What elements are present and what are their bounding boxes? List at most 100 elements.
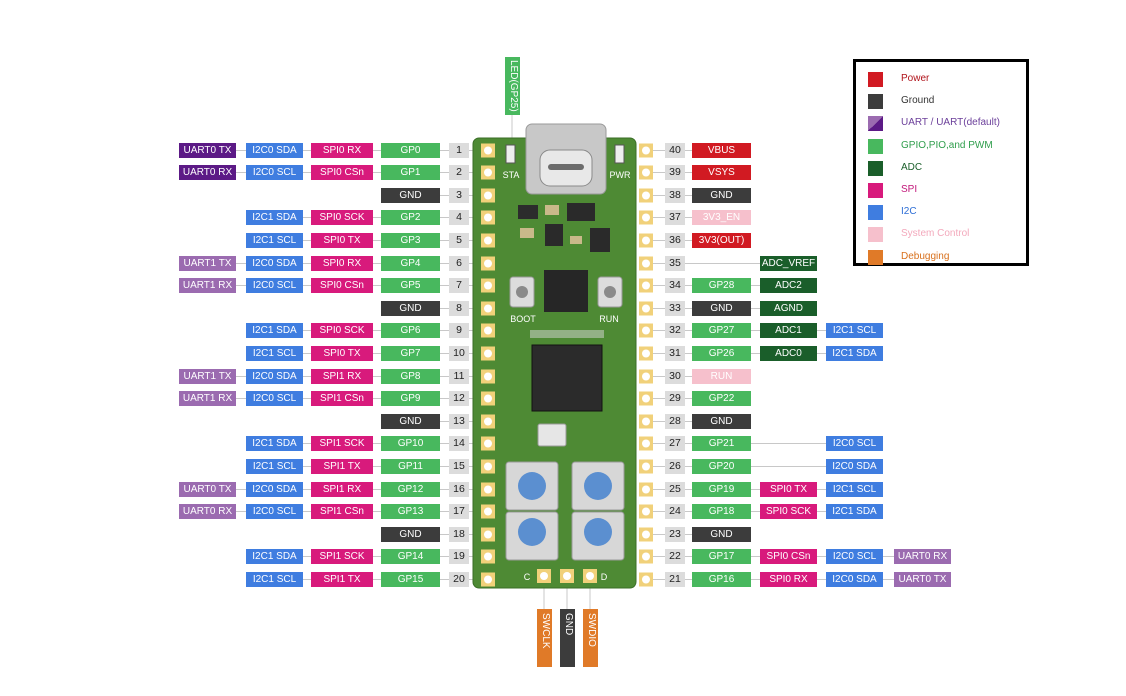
pad-23-hole <box>642 530 650 539</box>
adc-label: ADC0 <box>760 346 817 361</box>
pad-8-hole <box>484 304 492 313</box>
pad-26-hole <box>642 462 650 471</box>
i2c-label: I2C0 SCL <box>246 391 303 406</box>
i2c-label: I2C1 SDA <box>246 210 303 225</box>
pad-28-hole <box>642 417 650 426</box>
i2c-label: I2C1 SCL <box>246 459 303 474</box>
pad-22-hole <box>642 552 650 561</box>
pad-39-hole <box>642 168 650 177</box>
gpio-label: GP7 <box>381 346 440 361</box>
gpio-label: GP16 <box>692 572 751 587</box>
i2c-label: I2C1 SCL <box>826 323 883 338</box>
gpio-label: GP11 <box>381 459 440 474</box>
pad-11-hole <box>484 372 492 381</box>
i2c-label: I2C0 SDA <box>246 143 303 158</box>
pin-number-3: 3 <box>449 188 469 203</box>
spi-label: SPI0 CSn <box>311 165 373 180</box>
pad-24-hole <box>642 507 650 516</box>
gpio-label: GP13 <box>381 504 440 519</box>
spi-label: SPI0 CSn <box>311 278 373 293</box>
pin-number-27: 27 <box>665 436 685 451</box>
led-gp25 <box>505 144 516 164</box>
i2c-label: I2C1 SDA <box>826 504 883 519</box>
pad-29-hole <box>642 394 650 403</box>
pad-4-hole <box>484 213 492 222</box>
user-button-2 <box>584 472 612 500</box>
pad-d-label: D <box>600 572 608 582</box>
pin-number-38: 38 <box>665 188 685 203</box>
spi-label: SPI0 RX <box>311 256 373 271</box>
adc-label: ADC_VREF <box>760 256 817 271</box>
uart-label: UART1 RX <box>179 391 236 406</box>
pin-number-36: 36 <box>665 233 685 248</box>
ground-label: GND <box>381 527 440 542</box>
pin-number-8: 8 <box>449 301 469 316</box>
pin-number-16: 16 <box>449 482 469 497</box>
pin-number-9: 9 <box>449 323 469 338</box>
gpio-label: GP22 <box>692 391 751 406</box>
legend-label: UART / UART(default) <box>901 117 1000 129</box>
pin-number-12: 12 <box>449 391 469 406</box>
debug-label-text: SWCLK <box>540 613 551 649</box>
pin-number-40: 40 <box>665 143 685 158</box>
i2c-label: I2C0 SCL <box>826 549 883 564</box>
pad-15-hole <box>484 462 492 471</box>
gpio-label: GP9 <box>381 391 440 406</box>
adc-label: ADC1 <box>760 323 817 338</box>
pad-36-hole <box>642 236 650 245</box>
pad-25-hole <box>642 485 650 494</box>
pwr-label: PWR <box>609 170 631 180</box>
pad-3-hole <box>484 191 492 200</box>
system-control-label: RUN <box>692 369 751 384</box>
i2c-label: I2C1 SCL <box>246 233 303 248</box>
uart-label: UART1 TX <box>179 256 236 271</box>
uart-label: UART0 TX <box>179 143 236 158</box>
uart-label: UART0 TX <box>894 572 951 587</box>
gpio-label: GP12 <box>381 482 440 497</box>
pin-number-6: 6 <box>449 256 469 271</box>
i2c-label: I2C1 SCL <box>246 572 303 587</box>
pad-17-hole <box>484 507 492 516</box>
legend-swatch <box>868 72 883 87</box>
pad-34-hole <box>642 281 650 290</box>
gpio-label: GP28 <box>692 278 751 293</box>
pin-number-34: 34 <box>665 278 685 293</box>
pin-number-7: 7 <box>449 278 469 293</box>
pin-number-21: 21 <box>665 572 685 587</box>
spi-label: SPI1 RX <box>311 369 373 384</box>
pin-number-26: 26 <box>665 459 685 474</box>
pad-21-hole <box>642 575 650 584</box>
gpio-label: GP1 <box>381 165 440 180</box>
legend-label: Ground <box>901 95 935 107</box>
pin-number-18: 18 <box>449 527 469 542</box>
uart-label: UART1 RX <box>179 278 236 293</box>
pad-27-hole <box>642 439 650 448</box>
pin-number-13: 13 <box>449 414 469 429</box>
pin-number-28: 28 <box>665 414 685 429</box>
pin-number-33: 33 <box>665 301 685 316</box>
ground-label: GND <box>692 301 751 316</box>
pin-number-24: 24 <box>665 504 685 519</box>
spi-label: SPI1 SCK <box>311 549 373 564</box>
pad-7-hole <box>484 281 492 290</box>
pad-38-hole <box>642 191 650 200</box>
spi-label: SPI0 TX <box>311 233 373 248</box>
gpio-label: GP2 <box>381 210 440 225</box>
pad-14-hole <box>484 439 492 448</box>
spi-label: SPI1 SCK <box>311 436 373 451</box>
ground-label: GND <box>381 414 440 429</box>
pin-number-14: 14 <box>449 436 469 451</box>
gpio-label: GP10 <box>381 436 440 451</box>
pad-40-hole <box>642 146 650 155</box>
debug-label-0: SWCLK <box>537 609 552 667</box>
legend-swatch <box>868 160 883 176</box>
legend-label: ADC <box>901 161 923 173</box>
gpio-label: GP19 <box>692 482 751 497</box>
spi-label: SPI1 RX <box>311 482 373 497</box>
pin-number-2: 2 <box>449 165 469 180</box>
i2c-label: I2C0 SDA <box>246 482 303 497</box>
ground-label: GND <box>381 188 440 203</box>
pin-number-22: 22 <box>665 549 685 564</box>
